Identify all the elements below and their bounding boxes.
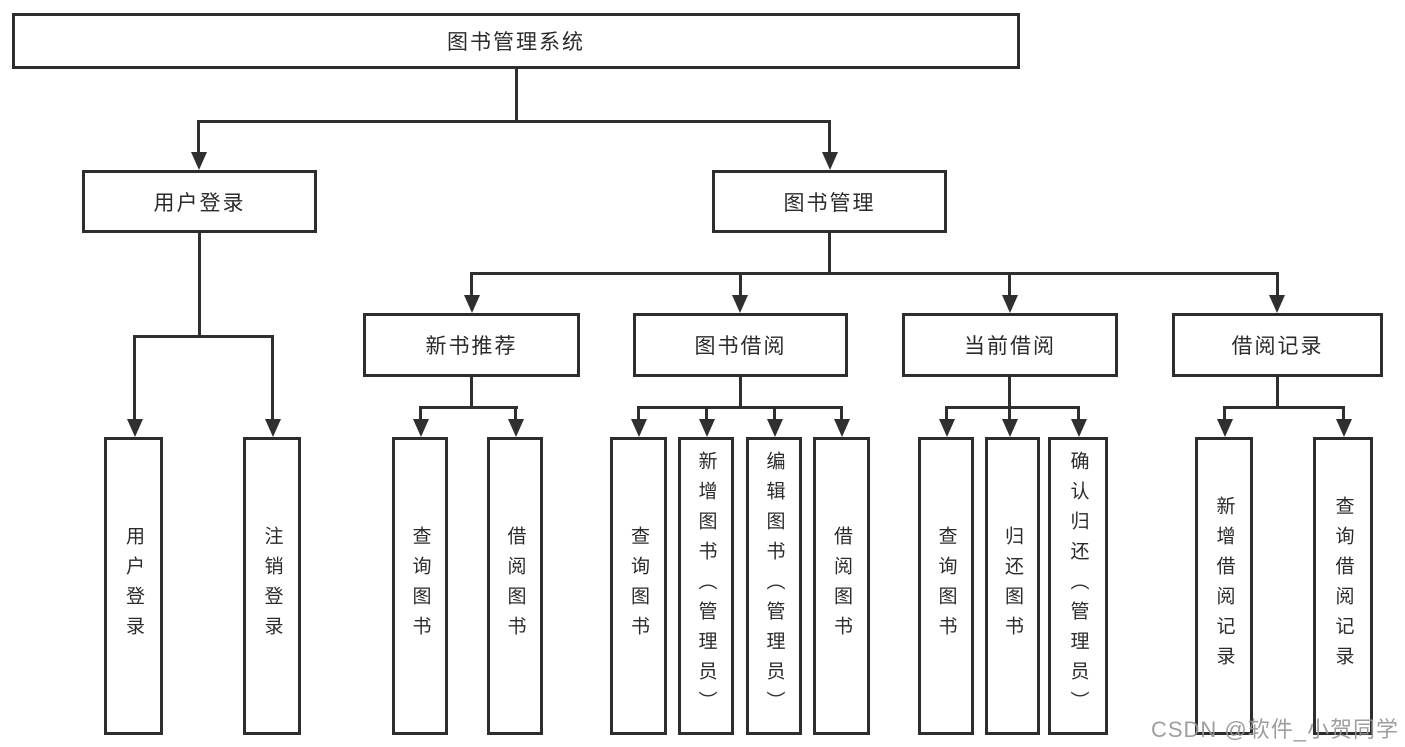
node-root-label: 图书管理系统 — [447, 31, 585, 54]
connector-drop-logout — [271, 335, 274, 419]
connector-rail-new-book-rec — [419, 406, 518, 409]
node-return-book: 归还图书 — [985, 437, 1040, 735]
connector-drop-query-book-3 — [945, 406, 948, 419]
node-return-book-label: 归还图书 — [1002, 526, 1023, 646]
node-confirm-return-label: 确认归还（管理员） — [1067, 451, 1089, 721]
node-query-borrow-record-label: 查询借阅记录 — [1332, 496, 1354, 676]
arrowhead-down-icon — [464, 295, 480, 313]
node-add-book: 新增图书（管理员） — [678, 437, 734, 735]
node-user-login-module-label: 用户登录 — [153, 191, 246, 215]
connector-rail-current-borrow — [945, 406, 1080, 409]
node-borrow-records: 借阅记录 — [1172, 313, 1383, 377]
arrowhead-down-icon — [939, 419, 955, 437]
node-book-borrow: 图书借阅 — [633, 313, 848, 377]
connector-drop-borrow-records — [1276, 272, 1279, 295]
connector-new-book-rec-stem — [470, 377, 473, 406]
connector-rail-borrow-records — [1223, 406, 1345, 409]
connector-drop-borrow-book-1 — [514, 406, 517, 419]
connector-drop-return-book — [1008, 406, 1011, 419]
node-edit-book-label: 编辑图书（管理员） — [763, 451, 785, 721]
node-add-borrow-record: 新增借阅记录 — [1195, 437, 1253, 735]
arrowhead-down-icon — [1002, 295, 1018, 313]
connector-drop-user-login — [133, 335, 136, 419]
connector-drop-add-book — [705, 406, 708, 419]
node-query-book-2: 查询图书 — [610, 437, 667, 735]
csdn-watermark: CSDN @软件_小贺同学 — [1150, 717, 1399, 742]
node-current-borrow-label: 当前借阅 — [964, 335, 1056, 358]
node-borrow-book-1: 借阅图书 — [487, 437, 543, 735]
node-root: 图书管理系统 — [12, 13, 1020, 69]
connector-rail-level3 — [470, 272, 1279, 275]
arrowhead-down-icon — [732, 295, 748, 313]
connector-borrow-records-stem — [1276, 377, 1279, 406]
node-add-borrow-record-label: 新增借阅记录 — [1213, 496, 1235, 676]
connector-rail-level2 — [197, 120, 831, 123]
arrowhead-down-icon — [508, 419, 524, 437]
connector-drop-borrow-book-2 — [840, 406, 843, 419]
connector-book-borrow-stem — [739, 377, 742, 406]
node-borrow-records-label: 借阅记录 — [1231, 335, 1324, 358]
node-book-borrow-label: 图书借阅 — [694, 335, 787, 358]
arrowhead-down-icon — [834, 419, 850, 437]
node-new-book-rec: 新书推荐 — [363, 313, 580, 377]
connector-drop-user-login-module — [197, 120, 200, 152]
node-query-book-1: 查询图书 — [392, 437, 448, 735]
arrowhead-down-icon — [1002, 419, 1018, 437]
connector-drop-book-mgmt — [828, 120, 831, 152]
node-logout-label: 注销登录 — [261, 526, 283, 646]
connector-drop-query-borrow-record — [1342, 406, 1345, 419]
arrowhead-down-icon — [127, 419, 143, 437]
node-logout: 注销登录 — [243, 437, 301, 735]
arrowhead-down-icon — [822, 152, 838, 170]
arrowhead-down-icon — [1071, 419, 1087, 437]
node-query-book-2-label: 查询图书 — [628, 526, 649, 646]
node-borrow-book-1-label: 借阅图书 — [504, 526, 526, 646]
connector-drop-query-book-1 — [419, 406, 422, 419]
node-book-mgmt-label: 图书管理 — [783, 191, 876, 215]
node-user-login-label: 用户登录 — [123, 526, 144, 646]
node-confirm-return: 确认归还（管理员） — [1048, 437, 1108, 735]
node-user-login: 用户登录 — [104, 437, 163, 735]
arrowhead-down-icon — [1336, 419, 1352, 437]
arrowhead-down-icon — [631, 419, 647, 437]
node-query-book-3: 查询图书 — [918, 437, 974, 735]
node-borrow-book-2-label: 借阅图书 — [831, 526, 852, 646]
connector-user-login-stem — [198, 233, 201, 335]
connector-drop-query-book-2 — [637, 406, 640, 419]
arrowhead-down-icon — [191, 152, 207, 170]
arrowhead-down-icon — [413, 419, 429, 437]
arrowhead-down-icon — [1269, 295, 1285, 313]
arrowhead-down-icon — [767, 419, 783, 437]
node-query-book-1-label: 查询图书 — [409, 526, 431, 646]
arrowhead-down-icon — [1217, 419, 1233, 437]
connector-drop-current-borrow — [1008, 272, 1011, 295]
node-current-borrow: 当前借阅 — [902, 313, 1118, 377]
connector-drop-add-borrow-record — [1223, 406, 1226, 419]
node-query-book-3-label: 查询图书 — [935, 526, 957, 646]
connector-drop-edit-book — [773, 406, 776, 419]
node-add-book-label: 新增图书（管理员） — [695, 451, 717, 721]
node-new-book-rec-label: 新书推荐 — [425, 335, 518, 358]
connector-drop-book-borrow — [739, 272, 742, 295]
arrowhead-down-icon — [699, 419, 715, 437]
connector-drop-new-book-rec — [470, 272, 473, 295]
connector-current-borrow-stem — [1008, 377, 1011, 406]
node-book-mgmt: 图书管理 — [712, 170, 947, 233]
node-user-login-module: 用户登录 — [82, 170, 317, 233]
node-edit-book: 编辑图书（管理员） — [746, 437, 802, 735]
connector-root-stem — [515, 69, 518, 120]
node-borrow-book-2: 借阅图书 — [813, 437, 870, 735]
node-query-borrow-record: 查询借阅记录 — [1313, 437, 1373, 735]
connector-drop-confirm-return — [1077, 406, 1080, 419]
arrowhead-down-icon — [265, 419, 281, 437]
connector-book-mgmt-stem — [828, 233, 831, 272]
connector-rail-book-borrow — [637, 406, 843, 409]
connector-rail-user-login — [133, 335, 274, 338]
